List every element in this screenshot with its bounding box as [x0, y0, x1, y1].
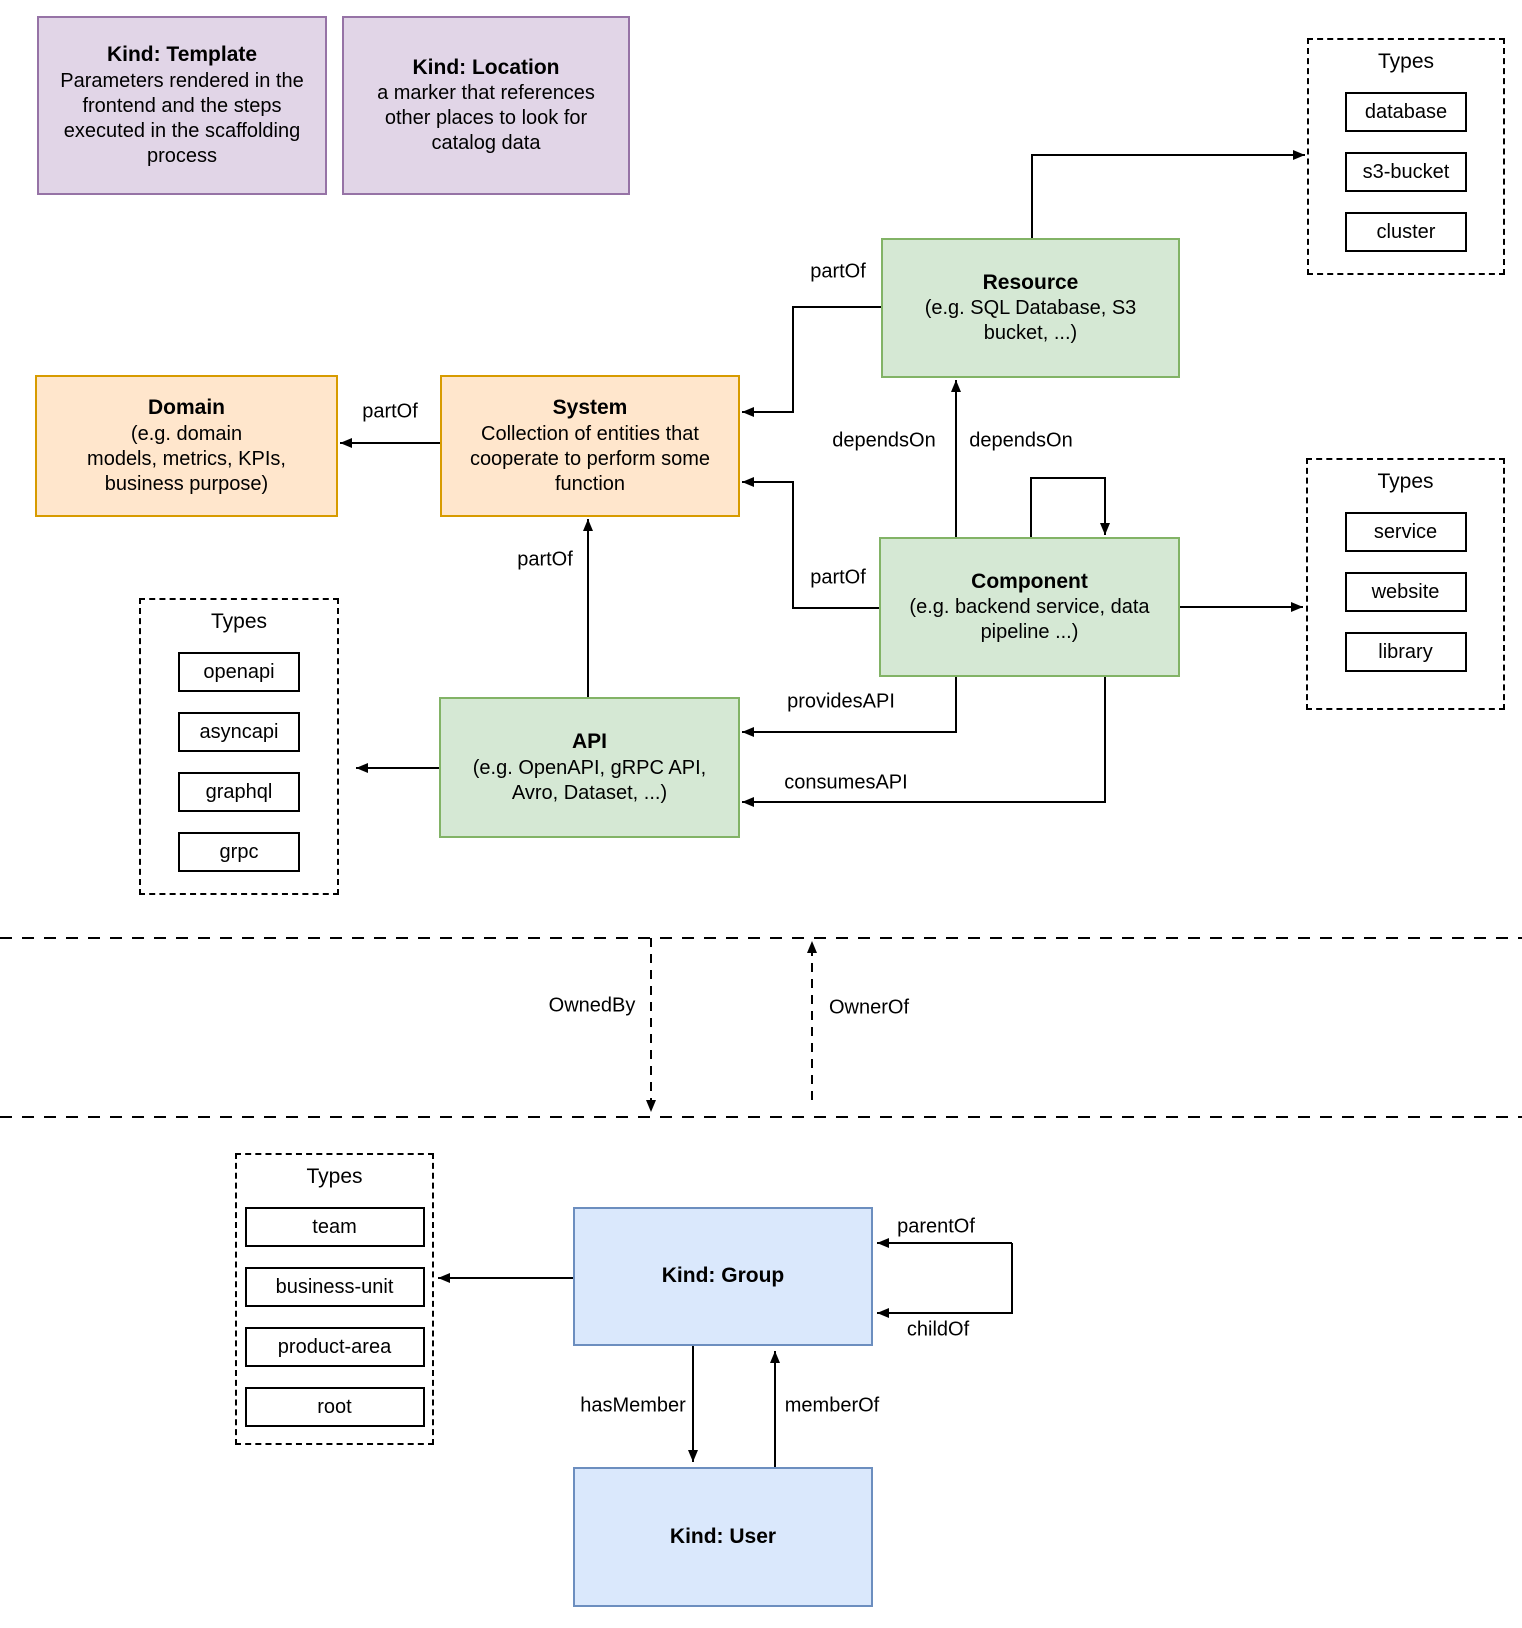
component-title: Component: [971, 569, 1088, 593]
component-desc: (e.g. backend service, data pipeline ...…: [909, 596, 1150, 644]
label-parentof: parentOf: [897, 1215, 975, 1238]
group-types-panel: Types team business-unit product-area ro…: [235, 1153, 434, 1445]
label-partof-system-domain: partOf: [362, 400, 418, 423]
type-item-business-unit: business-unit: [244, 1267, 425, 1307]
group-types-title: Types: [306, 1165, 363, 1188]
kind-template-title: Kind: Template: [106, 43, 258, 67]
api-types-panel: Types openapi asyncapi graphql grpc: [139, 598, 339, 895]
system-desc: Collection of entities that cooperate to…: [469, 422, 711, 495]
type-item-asyncapi: asyncapi: [178, 712, 300, 752]
edge-resource-system: [742, 306, 881, 417]
label-childof: childOf: [906, 1318, 970, 1341]
kind-location-title: Kind: Location: [412, 55, 560, 79]
group-title: Kind: Group: [661, 1264, 785, 1288]
edge-component-self: [1030, 477, 1110, 537]
api-desc: (e.g. OpenAPI, gRPC API, Avro, Dataset, …: [472, 756, 707, 804]
type-item-graphql: graphql: [178, 772, 300, 812]
group-node: Kind: Group: [573, 1207, 873, 1346]
type-item-grpc: grpc: [178, 832, 300, 872]
type-item-service: service: [1344, 512, 1467, 552]
type-item-openapi: openapi: [178, 652, 300, 692]
kind-location-card: Kind: Location a marker that references …: [342, 16, 630, 195]
component-types-title: Types: [1377, 470, 1434, 493]
resource-desc: (e.g. SQL Database, S3 bucket, ...): [924, 297, 1137, 345]
type-item-root: root: [244, 1387, 425, 1427]
domain-node: Domain (e.g. domain models, metrics, KPI…: [35, 375, 338, 517]
resource-types-title: Types: [1377, 50, 1435, 73]
type-item-database: database: [1345, 92, 1467, 132]
system-node: System Collection of entities that coope…: [440, 375, 740, 517]
resource-node: Resource (e.g. SQL Database, S3 bucket, …: [881, 238, 1180, 378]
kind-template-card: Kind: Template Parameters rendered in th…: [37, 16, 327, 195]
type-item-cluster: cluster: [1345, 212, 1467, 252]
label-memberof: memberOf: [784, 1394, 880, 1417]
label-hasmember: hasMember: [580, 1394, 686, 1417]
api-types-title: Types: [210, 610, 268, 633]
label-consumesapi: consumesAPI: [784, 771, 908, 794]
type-item-library: library: [1344, 632, 1467, 672]
user-title: Kind: User: [669, 1524, 777, 1548]
label-partof-component-system: partOf: [810, 566, 866, 589]
type-item-s3-bucket: s3-bucket: [1345, 152, 1467, 192]
api-title: API: [571, 730, 607, 754]
kind-location-desc: a marker that references other places to…: [377, 82, 595, 155]
label-ownedby: OwnedBy: [548, 994, 636, 1017]
component-types-panel: Types service website library: [1306, 458, 1505, 710]
api-node: API (e.g. OpenAPI, gRPC API, Avro, Datas…: [439, 697, 740, 838]
system-title: System: [552, 396, 628, 420]
kind-template-desc: Parameters rendered in the frontend and …: [60, 69, 304, 167]
label-partof-api-system: partOf: [517, 548, 573, 571]
domain-title: Domain: [147, 396, 225, 420]
resource-title: Resource: [982, 270, 1079, 294]
edge-resource-types: [1031, 150, 1305, 238]
domain-desc: (e.g. domain models, metrics, KPIs, busi…: [87, 422, 286, 495]
label-ownerof: OwnerOf: [828, 996, 910, 1019]
label-dependson-self: dependsOn: [969, 429, 1073, 452]
type-item-team: team: [244, 1207, 425, 1247]
type-item-website: website: [1344, 572, 1467, 612]
edge-group-child-of: [877, 1243, 1013, 1318]
user-node: Kind: User: [573, 1467, 873, 1607]
resource-types-panel: Types database s3-bucket cluster: [1307, 38, 1505, 275]
component-node: Component (e.g. backend service, data pi…: [879, 537, 1180, 677]
label-partof-resource-system: partOf: [810, 260, 866, 283]
type-item-product-area: product-area: [244, 1327, 425, 1367]
label-providesapi: providesAPI: [787, 690, 895, 713]
label-dependson-resource: dependsOn: [832, 429, 936, 452]
